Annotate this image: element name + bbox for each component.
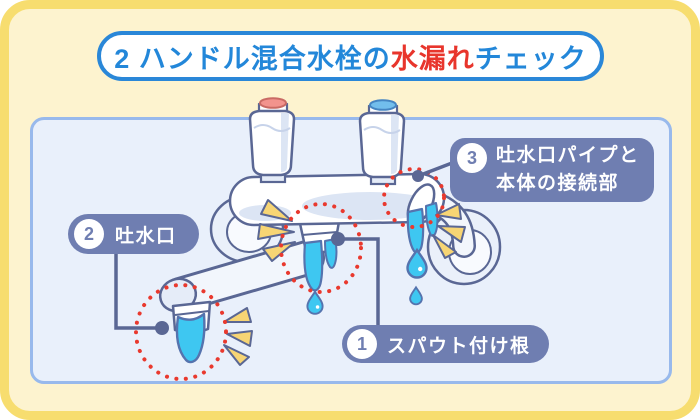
callout-spout-outlet: 2 吐水口 [68,214,199,254]
callout-number-badge: 1 [347,329,377,359]
connector-line-label1 [338,237,380,327]
outlet-water-stream [175,312,206,364]
callout-pipe-connection: 3 吐水口パイプと 本体の接続部 [450,138,654,202]
title-suffix: チェック [474,43,587,74]
title-prefix: 2 ハンドル混合水栓の [114,43,391,74]
hot-handle [248,97,296,177]
emphasis-marks-outlet [223,307,253,366]
emphasis-marks-connection [432,203,466,259]
callout-number-badge: 2 [74,219,104,249]
leak-circle-connection [382,167,446,229]
title-highlight: 水漏れ [390,43,475,74]
hot-indicator-cap [259,97,287,109]
callout-label-line2: 本体の接続部 [496,173,620,194]
base-leak-water [303,238,338,292]
water-drop [406,247,428,279]
water-drop [409,285,423,306]
callout-label: 吐水口 [115,225,177,247]
leak-circle-base [279,202,363,294]
callout-number-badge: 3 [457,143,487,173]
leak-circle-outlet [134,283,228,381]
emphasis-marks-base [257,199,296,262]
callout-label-line1: 吐水口パイプと [496,145,640,166]
water-drop [306,290,324,315]
connector-dot-label1 [331,232,345,246]
cold-indicator-cap [369,99,397,111]
connector-line-label2 [114,252,158,330]
connector-line-label3 [417,161,453,178]
cold-handle [358,99,406,179]
connector-dot-label2 [155,321,169,335]
callout-spout-base: 1 スパウト付け根 [342,325,549,363]
callout-label: スパウト付け根 [387,335,531,357]
connection-leak-water [406,202,439,254]
connector-dot-label3 [412,170,424,182]
title-banner: 2 ハンドル混合水栓の水漏れチェック [97,31,604,81]
